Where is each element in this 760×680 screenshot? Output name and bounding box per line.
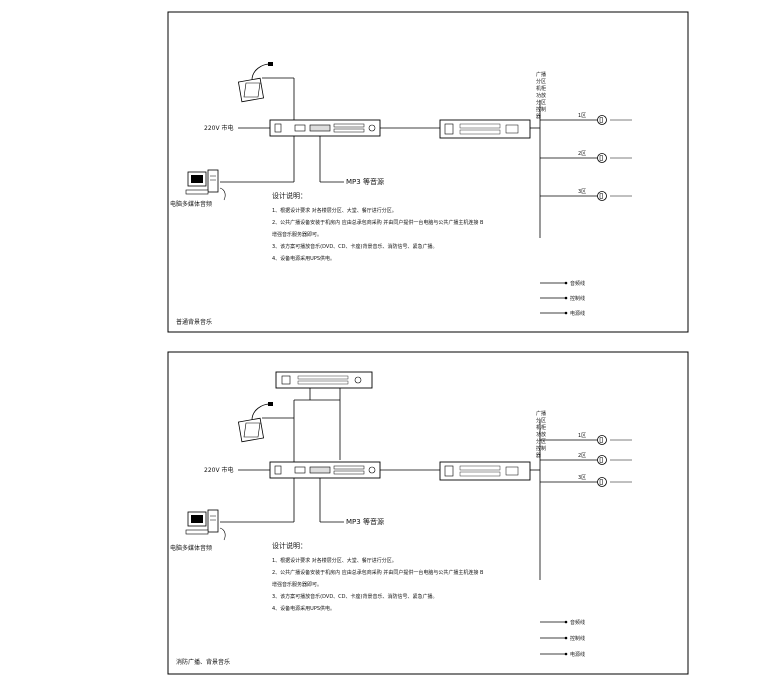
- design-notes: 设计说明： 1、根据设计要求 对各楼层分区、大堂、餐厅进行分区。 2、公共广播设…: [272, 191, 484, 262]
- svg-text:电源线: 电源线: [570, 651, 585, 658]
- svg-text:1区: 1区: [578, 433, 586, 439]
- speaker-zone-3: 3区: [540, 189, 632, 201]
- svg-text:广播: 广播: [536, 410, 546, 417]
- svg-text:机柜: 机柜: [536, 85, 546, 92]
- svg-text:功放: 功放: [536, 92, 546, 99]
- speaker-zone-2: 2区: [540, 453, 632, 465]
- svg-text:2区: 2区: [578, 453, 586, 459]
- speaker-icon: [597, 435, 607, 445]
- panel-1: 220V 市电 广播 分区 机柜: [167, 11, 689, 333]
- computer-icon: [185, 169, 226, 201]
- svg-text:音频线: 音频线: [570, 619, 585, 626]
- svg-text:机柜: 机柜: [536, 424, 546, 431]
- speaker-zone-2: 2区: [540, 151, 632, 163]
- svg-text:4、设备电源采用UPS供电。: 4、设备电源采用UPS供电。: [272, 605, 335, 612]
- svg-text:控制: 控制: [536, 445, 546, 452]
- svg-text:1、根据设计要求 对各楼层分区、大堂、餐厅进行分区。: 1、根据设计要求 对各楼层分区、大堂、餐厅进行分区。: [272, 557, 397, 564]
- mp3-source-label: MP3 等音源: [346, 517, 384, 526]
- zone-amplifier: [439, 119, 531, 139]
- svg-text:器: 器: [536, 114, 541, 120]
- svg-text:分区: 分区: [536, 78, 546, 85]
- svg-text:分区: 分区: [536, 417, 546, 424]
- svg-text:2区: 2区: [578, 151, 586, 157]
- svg-text:2、公共广播设备安装于机房内 应由总承包商采购 并由同户提供: 2、公共广播设备安装于机房内 应由总承包商采购 并由同户提供一台电脑与公共广播主…: [272, 219, 484, 226]
- panel-1-caption: 普通背景音乐: [176, 318, 212, 326]
- broadcast-amplifier: [269, 461, 381, 479]
- speaker-zone-3: 3区: [540, 475, 632, 487]
- svg-text:3、该方案可播放音乐(DVD、CD、卡座)背景音乐、消防信号: 3、该方案可播放音乐(DVD、CD、卡座)背景音乐、消防信号、紧急广播。: [272, 593, 437, 600]
- svg-text:增强音乐服务器即可。: 增强音乐服务器即可。: [272, 581, 322, 588]
- svg-text:1、根据设计要求 对各楼层分区、大堂、餐厅进行分区。: 1、根据设计要求 对各楼层分区、大堂、餐厅进行分区。: [272, 207, 397, 214]
- microphone-icon: [237, 402, 273, 443]
- legend: 音频线 控制线 电源线: [540, 619, 585, 658]
- zone-amplifier: [439, 461, 531, 481]
- svg-text:4、设备电源采用UPS供电。: 4、设备电源采用UPS供电。: [272, 255, 335, 262]
- svg-text:控制线: 控制线: [570, 635, 585, 642]
- speaker-icon: [597, 153, 607, 163]
- panel-2: 220V 市电 广播 分区 机柜 功放 分区: [167, 351, 689, 675]
- svg-text:3、该方案可播放音乐(DVD、CD、卡座)背景音乐、消防信号: 3、该方案可播放音乐(DVD、CD、卡座)背景音乐、消防信号、紧急广播。: [272, 243, 437, 250]
- svg-text:功放: 功放: [536, 431, 546, 438]
- svg-text:器: 器: [536, 453, 541, 459]
- speaker-zone-1: 1区: [540, 433, 632, 445]
- svg-text:分区: 分区: [536, 438, 546, 445]
- input-220v-label: 220V 市电: [204, 124, 233, 132]
- computer-icon: [185, 509, 226, 541]
- panel-1-frame: [167, 11, 689, 333]
- svg-text:2、公共广播设备安装于机房内 应由总承包商采购 并由同户提供: 2、公共广播设备安装于机房内 应由总承包商采购 并由同户提供一台电脑与公共广播主…: [272, 569, 484, 576]
- rack-labels: 广播 分区 机柜 功放 分区 控制 器: [536, 71, 546, 120]
- svg-text:3区: 3区: [578, 475, 586, 481]
- speaker-icon: [597, 477, 607, 487]
- speaker-icon: [597, 115, 607, 125]
- legend: 音频线 控制线 电源线: [540, 280, 585, 317]
- fire-alarm-controller: [275, 371, 373, 389]
- speaker-icon: [597, 455, 607, 465]
- svg-text:设计说明：: 设计说明：: [272, 191, 307, 200]
- svg-text:控制: 控制: [536, 106, 546, 113]
- computer-label: 电脑多媒体音频: [170, 544, 212, 552]
- panel-2-caption: 消防广播、背景音乐: [176, 658, 230, 666]
- svg-text:设计说明：: 设计说明：: [272, 541, 307, 550]
- panel-2-frame: [167, 351, 689, 675]
- svg-text:音频线: 音频线: [570, 280, 585, 287]
- computer-label: 电脑多媒体音频: [170, 200, 212, 208]
- svg-text:1区: 1区: [578, 113, 586, 119]
- input-220v-label: 220V 市电: [204, 466, 233, 474]
- svg-text:3区: 3区: [578, 189, 586, 195]
- mp3-source-label: MP3 等音源: [346, 177, 384, 186]
- svg-text:控制线: 控制线: [570, 295, 585, 302]
- microphone-icon: [237, 62, 273, 103]
- svg-text:增强音乐服务器即可。: 增强音乐服务器即可。: [272, 231, 322, 238]
- svg-text:广播: 广播: [536, 71, 546, 78]
- svg-text:电源线: 电源线: [570, 310, 585, 317]
- broadcast-amplifier: [269, 119, 381, 137]
- speaker-zone-1: 1区: [540, 113, 632, 125]
- rack-labels: 广播 分区 机柜 功放 分区 控制 器: [536, 410, 546, 459]
- svg-text:分区: 分区: [536, 99, 546, 106]
- design-notes: 设计说明： 1、根据设计要求 对各楼层分区、大堂、餐厅进行分区。 2、公共广播设…: [272, 541, 484, 612]
- speaker-icon: [597, 191, 607, 201]
